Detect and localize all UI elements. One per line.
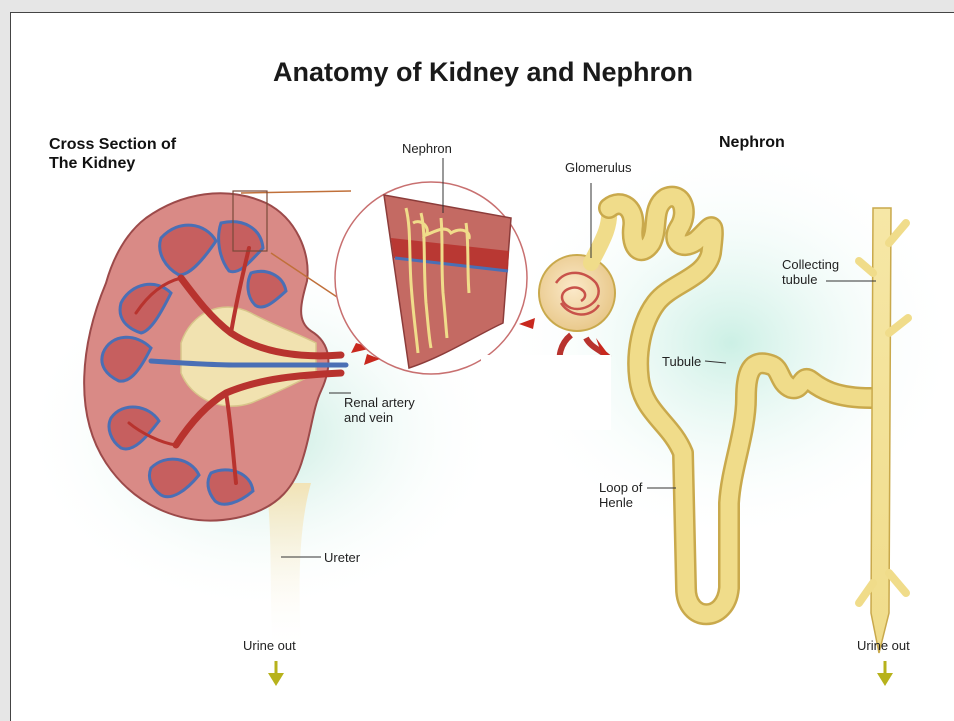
label-renal-line2: and vein xyxy=(344,410,393,425)
label-loop-line1: Loop of xyxy=(599,480,642,495)
label-loop-line2: Henle xyxy=(599,495,633,510)
label-nephron-zoom: Nephron xyxy=(402,141,452,156)
blank-panel xyxy=(481,355,611,430)
urine-out-arrow-right xyxy=(877,661,893,686)
label-cross-section-line1: Cross Section of xyxy=(49,135,176,154)
nephron-zoom-circle xyxy=(335,182,527,374)
label-tubule: Tubule xyxy=(662,354,701,369)
label-glomerulus: Glomerulus xyxy=(565,160,631,175)
kidney-nephron-diagram xyxy=(11,13,954,721)
label-ureter: Ureter xyxy=(324,550,360,565)
label-urine-out-right: Urine out xyxy=(857,638,910,653)
label-collecting-line2: tubule xyxy=(782,272,817,287)
label-nephron-heading: Nephron xyxy=(719,133,785,152)
label-urine-out-left: Urine out xyxy=(243,638,296,653)
label-collecting-line1: Collecting xyxy=(782,257,839,272)
urine-out-arrow-left xyxy=(268,661,284,686)
label-renal-line1: Renal artery xyxy=(344,395,415,410)
label-cross-section-line2: The Kidney xyxy=(49,154,135,173)
diagram-frame: Anatomy of Kidney and Nephron Cross Sect… xyxy=(10,12,954,721)
diagram-title: Anatomy of Kidney and Nephron xyxy=(11,57,954,88)
